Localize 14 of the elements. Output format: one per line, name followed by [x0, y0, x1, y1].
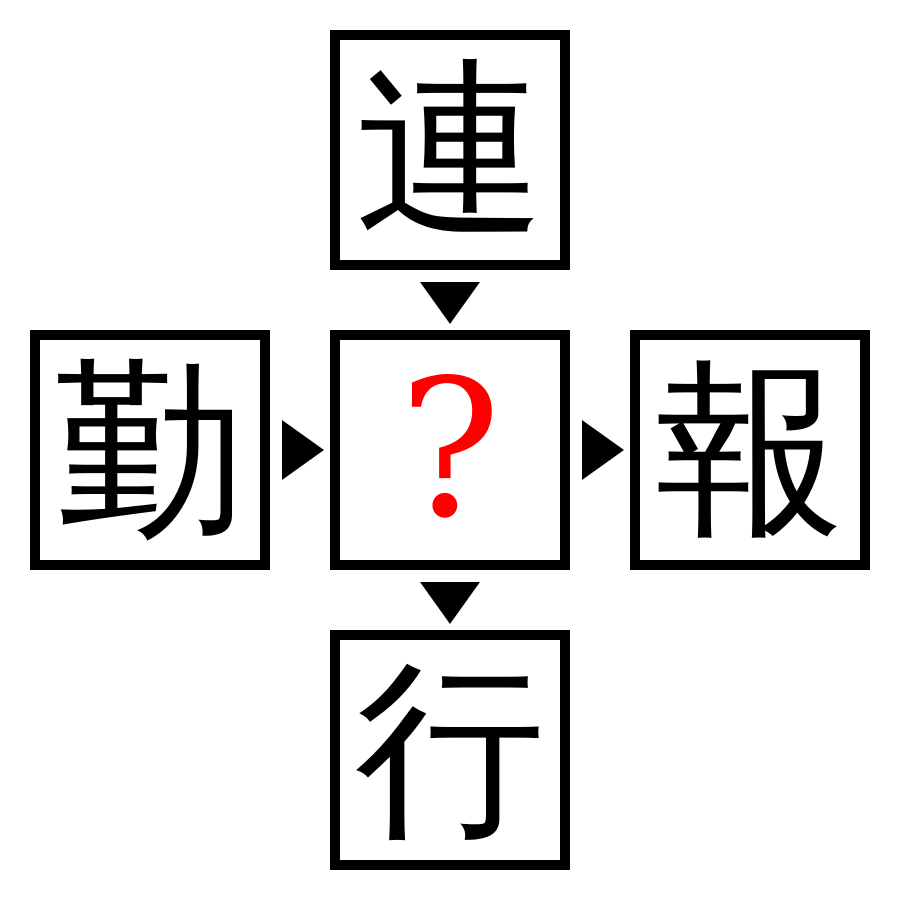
kanji-box — [330, 330, 570, 570]
kanji-character: 行 — [355, 655, 545, 845]
arrow — [420, 282, 480, 324]
kanji-character: 報 — [655, 355, 845, 545]
kanji-character: 勤 — [55, 355, 245, 545]
arrow — [420, 582, 480, 624]
kanji-character: ? — [399, 355, 501, 545]
kanji-box — [30, 330, 270, 570]
arrow — [582, 420, 624, 480]
kanji-box — [330, 630, 570, 870]
arrow — [282, 420, 324, 480]
kanji-box — [330, 30, 570, 270]
kanji-character: 連 — [355, 55, 545, 245]
kanji-box — [630, 330, 870, 570]
